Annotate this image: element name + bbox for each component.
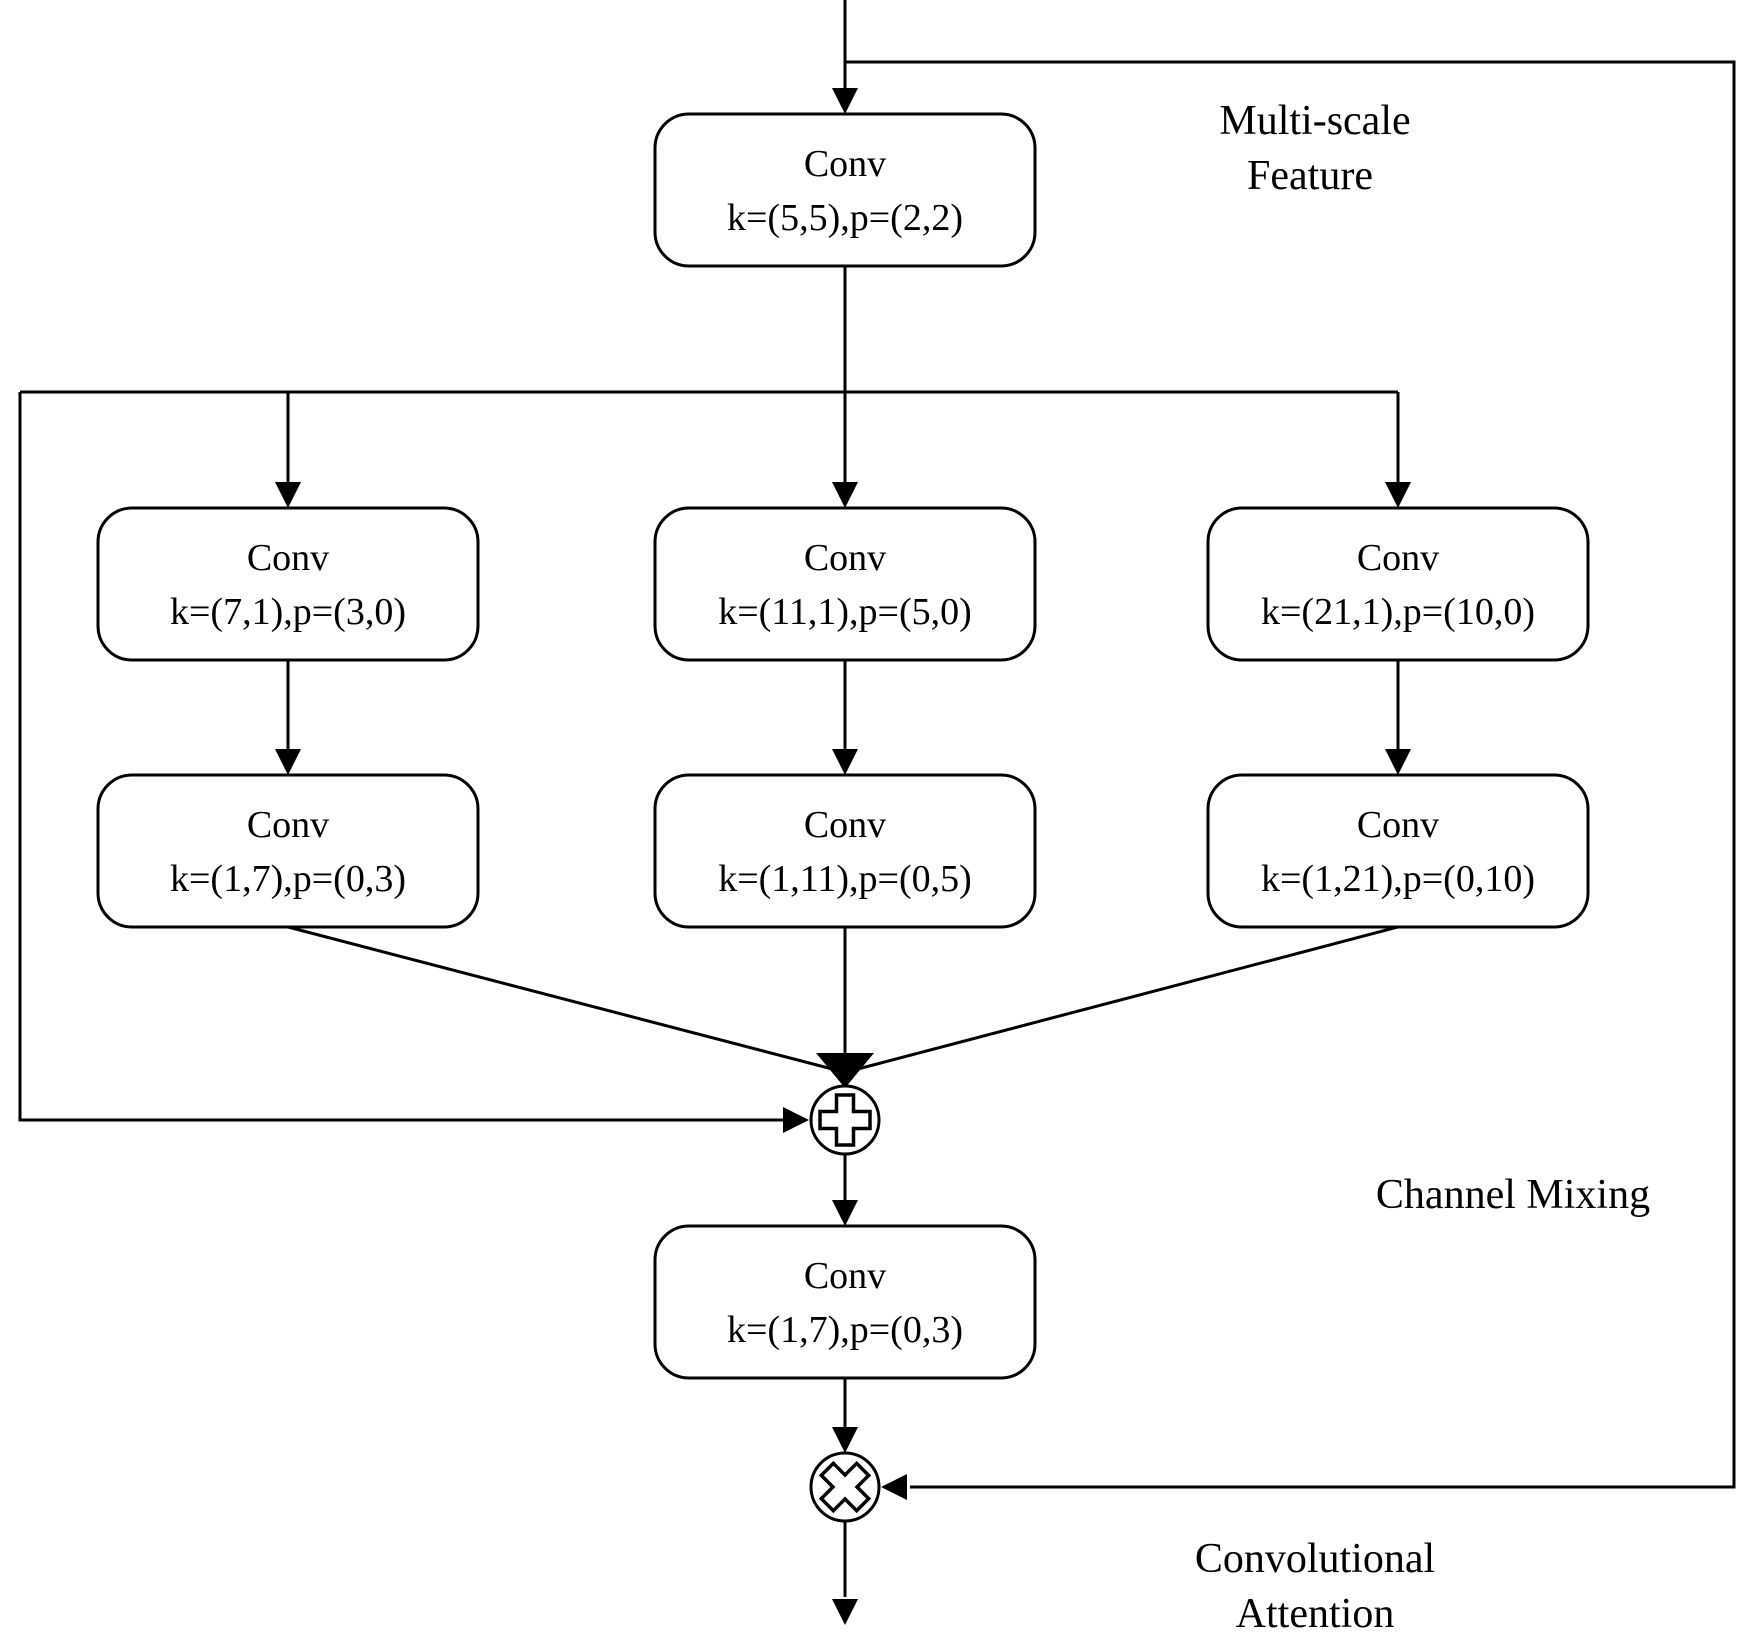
branch3-conv2-params: k=(1,21),p=(0,10): [1261, 858, 1535, 900]
arrow-down-icon: [832, 1427, 858, 1453]
edge-skip-add: [18, 392, 809, 1133]
edge-branch3-internal: [1385, 660, 1411, 775]
arrow-down-icon: [832, 482, 858, 508]
label-convolutional-attention: Convolutional Attention: [1195, 1536, 1435, 1637]
branch2-conv2-box: [653, 773, 1037, 929]
conv-mix-params: k=(1,7),p=(0,3): [727, 1309, 963, 1351]
label-channel-mixing: Channel Mixing: [1376, 1172, 1650, 1218]
node-branch3-conv1: Conv k=(21,1),p=(10,0): [1206, 506, 1590, 662]
edge-branch1-to-add: [287, 925, 837, 1072]
node-branch1-conv1: Conv k=(7,1),p=(3,0): [96, 506, 480, 662]
multiply-operator: [809, 1451, 881, 1523]
edge-skip-attention: [845, 60, 1736, 1500]
conv-attention-line2: Attention: [1236, 1591, 1395, 1637]
branch3-conv2-title: Conv: [1357, 804, 1439, 846]
branch2-conv2-params: k=(1,11),p=(0,5): [718, 858, 972, 900]
arrow-down-icon: [832, 1599, 858, 1625]
edge-mix-to-multiply: [832, 1378, 858, 1453]
branch2-conv1-params: k=(11,1),p=(5,0): [718, 591, 972, 633]
branch3-conv2-box: [1206, 773, 1590, 929]
edge-top-to-branch2: [832, 266, 858, 508]
arrow-down-icon: [832, 749, 858, 775]
edge-to-branch3: [1385, 392, 1411, 508]
arrow-down-icon: [275, 482, 301, 508]
node-branch2-conv1: Conv k=(11,1),p=(5,0): [653, 506, 1037, 662]
arrow-down-icon: [1385, 749, 1411, 775]
arrow-down-icon: [275, 749, 301, 775]
branch2-conv1-box: [653, 506, 1037, 662]
conv-attention-line1: Convolutional: [1195, 1536, 1435, 1582]
edge-branch3-to-add: [853, 925, 1399, 1072]
cross-icon: [818, 1460, 872, 1514]
branch3-conv1-params: k=(21,1),p=(10,0): [1261, 591, 1535, 633]
edge-to-branch1: [275, 392, 301, 508]
branch2-conv2-title: Conv: [804, 804, 886, 846]
edge-output: [832, 1521, 858, 1625]
conv-mix-box: [653, 1224, 1037, 1380]
branch1-conv2-box: [96, 773, 480, 929]
arrow-right-icon: [783, 1107, 809, 1133]
node-branch3-conv2: Conv k=(1,21),p=(0,10): [1206, 773, 1590, 929]
conv-top-title: Conv: [804, 143, 886, 185]
node-conv-top: Conv k=(5,5),p=(2,2): [653, 112, 1037, 268]
branch1-conv2-params: k=(1,7),p=(0,3): [170, 858, 406, 900]
edge-branch1-internal: [275, 660, 301, 775]
arrow-left-icon: [881, 1474, 907, 1500]
branch3-conv1-box: [1206, 506, 1590, 662]
branch3-conv1-title: Conv: [1357, 537, 1439, 579]
conv-top-params: k=(5,5),p=(2,2): [727, 197, 963, 239]
node-conv-mix: Conv k=(1,7),p=(0,3): [653, 1224, 1037, 1380]
branch1-conv1-params: k=(7,1),p=(3,0): [170, 591, 406, 633]
node-branch1-conv2: Conv k=(1,7),p=(0,3): [96, 773, 480, 929]
edge-branch2-internal: [832, 660, 858, 775]
conv-top-box: [653, 112, 1037, 268]
edge-add-to-mix: [832, 1154, 858, 1226]
label-multiscale-feature: Multi-scale Feature: [1219, 98, 1410, 199]
branch1-conv1-title: Conv: [247, 537, 329, 579]
branch1-conv2-title: Conv: [247, 804, 329, 846]
channel-mixing-text: Channel Mixing: [1376, 1172, 1650, 1218]
edge-input: [832, 0, 858, 114]
arrow-down-icon: [832, 1200, 858, 1226]
multiscale-line1: Multi-scale: [1219, 98, 1410, 144]
plus-icon: [818, 1093, 872, 1147]
arrow-down-icon: [1385, 482, 1411, 508]
arrow-down-icon: [816, 1053, 874, 1088]
branch2-conv1-title: Conv: [804, 537, 886, 579]
node-branch2-conv2: Conv k=(1,11),p=(0,5): [653, 773, 1037, 929]
add-operator: [809, 1084, 881, 1156]
branch1-conv1-box: [96, 506, 480, 662]
arrow-down-icon: [832, 88, 858, 114]
multiscale-line2: Feature: [1247, 153, 1373, 199]
conv-mix-title: Conv: [804, 1255, 886, 1297]
